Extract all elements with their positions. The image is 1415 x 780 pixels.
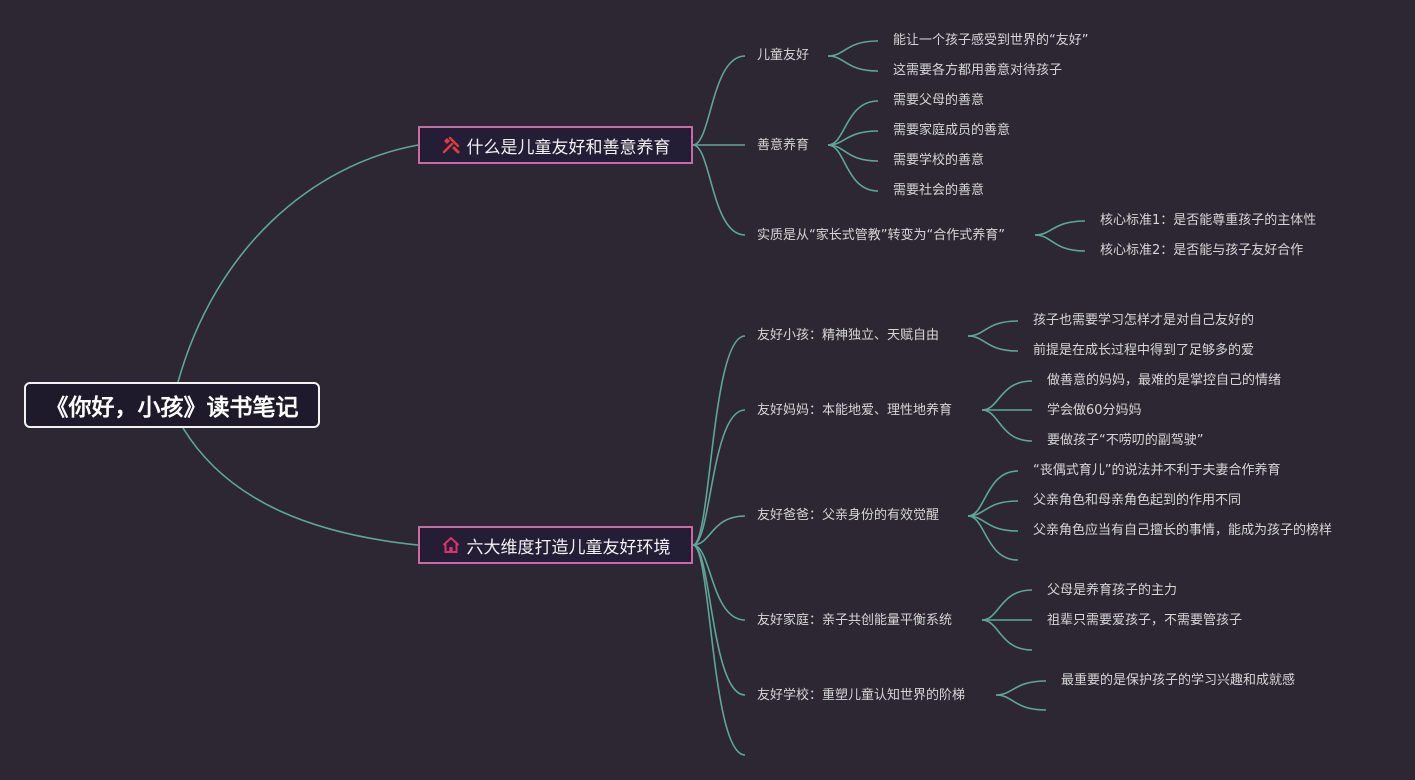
leaf-item[interactable]: 祖辈只需要爱孩子，不需要管孩子 bbox=[1047, 613, 1243, 628]
root-title: 《你好，小孩》读书笔记 bbox=[45, 395, 299, 421]
branch-label-1: 什么是儿童友好和善意养育 bbox=[466, 137, 671, 158]
branch-label-2: 六大维度打造儿童友好环境 bbox=[466, 537, 671, 558]
leaf-connector bbox=[981, 589, 1033, 621]
leaf-item[interactable]: 前提是在成长过程中得到了足够多的爱 bbox=[1033, 343, 1255, 358]
root-node[interactable]: 《你好，小孩》读书笔记 bbox=[24, 382, 320, 428]
leaf-connector bbox=[1034, 234, 1086, 252]
leaf-item[interactable]: 需要社会的善意 bbox=[893, 183, 985, 198]
leaf-connector bbox=[827, 100, 879, 146]
branch-connector bbox=[692, 409, 746, 546]
leaf-item[interactable]: 这需要各方都用善意对待孩子 bbox=[893, 63, 1063, 78]
branch-connector bbox=[692, 544, 746, 696]
subtopic-child-friendly[interactable]: 儿童友好 bbox=[757, 47, 809, 65]
leaf-connector bbox=[981, 619, 1033, 651]
branch-connector bbox=[692, 144, 746, 236]
subtopic-friendly-dad[interactable]: 友好爸爸：父亲身份的有效觉醒 bbox=[757, 507, 939, 525]
subtopic-label: 善意养育 bbox=[757, 138, 810, 153]
tools-icon bbox=[442, 136, 459, 154]
leaf-item[interactable]: 核心标准1：是否能尊重孩子的主体性 bbox=[1100, 213, 1317, 228]
subtopic-friendly-school[interactable]: 友好学校：重塑儿童认知世界的阶梯 bbox=[757, 687, 965, 705]
branch-connector bbox=[692, 544, 746, 621]
leaf-connector bbox=[995, 680, 1047, 696]
house-icon bbox=[442, 537, 459, 553]
subtopic-label: 友好爸爸：父亲身份的有效觉醒 bbox=[757, 508, 940, 523]
branch-node-2[interactable]: 六大维度打造儿童友好环境 bbox=[418, 526, 693, 564]
leaf-connector bbox=[981, 380, 1033, 411]
branch-connector bbox=[692, 515, 746, 546]
leaf-item[interactable]: 学会做60分妈妈 bbox=[1047, 403, 1142, 418]
leaf-item[interactable]: 父亲角色应当有自己擅长的事情，能成为孩子的榜样 bbox=[1033, 523, 1333, 538]
subtopic-friendly-mom[interactable]: 友好妈妈：本能地爱、理性地养育 bbox=[757, 402, 952, 420]
leaf-connector bbox=[827, 55, 879, 72]
subtopic-label: 友好家庭：亲子共创能量平衡系统 bbox=[757, 613, 953, 628]
leaf-connector bbox=[967, 320, 1019, 337]
subtopic-label: 友好妈妈：本能地爱、理性地养育 bbox=[757, 403, 953, 418]
leaf-item[interactable]: 需要学校的善意 bbox=[893, 153, 985, 168]
leaf-item[interactable]: 能让一个孩子感受到世界的“友好” bbox=[893, 33, 1089, 48]
branch-node-1[interactable]: 什么是儿童友好和善意养育 bbox=[418, 126, 693, 164]
root-connector bbox=[177, 144, 419, 383]
leaf-connector bbox=[1034, 220, 1086, 236]
leaf-item[interactable]: 孩子也需要学习怎样才是对自己友好的 bbox=[1033, 313, 1255, 328]
leaf-item[interactable]: 父亲角色和母亲角色起到的作用不同 bbox=[1033, 493, 1242, 508]
leaf-connector bbox=[967, 515, 1019, 561]
subtopic-friendly-family[interactable]: 友好家庭：亲子共创能量平衡系统 bbox=[757, 612, 952, 630]
leaf-item[interactable]: 父母是养育孩子的主力 bbox=[1047, 583, 1178, 598]
subtopic-kind-parenting[interactable]: 善意养育 bbox=[757, 137, 809, 155]
leaf-item[interactable]: 做善意的妈妈，最难的是掌控自己的情绪 bbox=[1047, 373, 1282, 388]
subtopic-label: 实质是从“家长式管教”转变为“合作式养育” bbox=[757, 228, 1005, 243]
leaf-connector bbox=[981, 409, 1033, 442]
root-connector bbox=[182, 427, 419, 546]
leaf-connector bbox=[827, 144, 879, 192]
branch-connector bbox=[692, 335, 746, 546]
leaf-item[interactable]: 要做孩子“不唠叨的副驾驶” bbox=[1047, 433, 1204, 448]
branch-connector bbox=[692, 55, 746, 146]
subtopic-label: 友好学校：重塑儿童认知世界的阶梯 bbox=[757, 688, 966, 703]
leaf-item[interactable]: 最重要的是保护孩子的学习兴趣和成就感 bbox=[1061, 673, 1296, 688]
leaf-item[interactable]: 需要家庭成员的善意 bbox=[893, 123, 1011, 138]
leaf-connector bbox=[967, 335, 1019, 352]
leaf-item[interactable]: “丧偶式育儿”的说法并不利于夫妻合作养育 bbox=[1033, 463, 1281, 478]
branch-connector bbox=[692, 544, 746, 756]
leaf-connector bbox=[995, 694, 1047, 711]
leaf-connector bbox=[967, 470, 1019, 517]
subtopic-essence[interactable]: 实质是从“家长式管教”转变为“合作式养育” bbox=[757, 227, 1005, 245]
leaf-connector bbox=[827, 130, 879, 146]
subtopic-label: 儿童友好 bbox=[757, 48, 810, 63]
subtopic-friendly-child[interactable]: 友好小孩：精神独立、天赋自由 bbox=[757, 327, 939, 345]
leaf-item[interactable]: 核心标准2：是否能与孩子友好合作 bbox=[1100, 243, 1304, 258]
leaf-connector bbox=[827, 40, 879, 57]
leaf-item[interactable]: 需要父母的善意 bbox=[893, 93, 985, 108]
subtopic-label: 友好小孩：精神独立、天赋自由 bbox=[757, 328, 940, 343]
